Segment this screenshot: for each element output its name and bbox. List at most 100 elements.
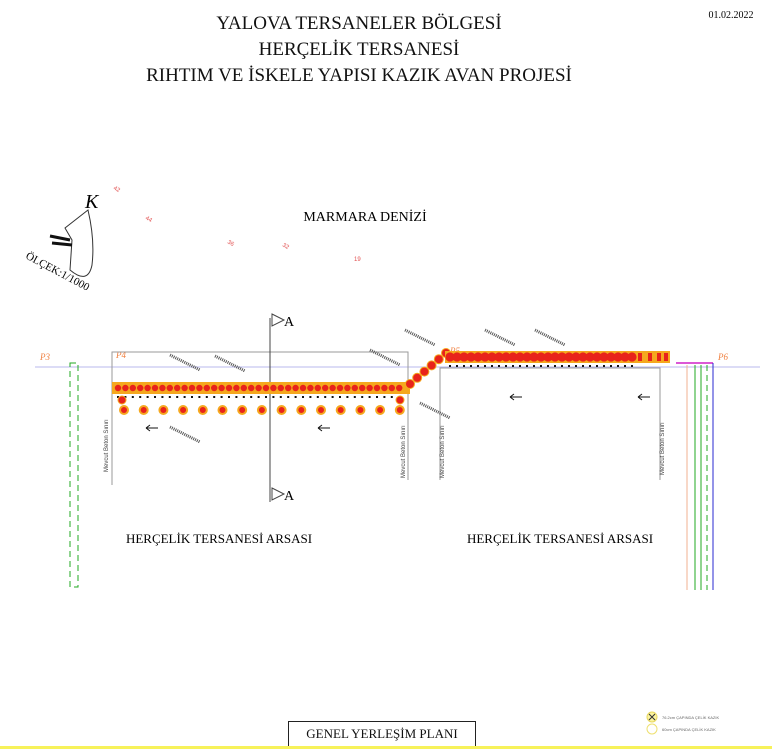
pile [620, 352, 630, 362]
pile [239, 407, 246, 413]
title-line-3: RIHTIM VE İSKELE YAPISI KAZIK AVAN PROJE… [146, 65, 572, 86]
pile-marker [624, 365, 626, 367]
pile-marker [183, 396, 186, 398]
land-label-left: HERÇELİK TERSANESİ ARSASI [126, 531, 312, 546]
pile [627, 352, 637, 362]
legend-item: 60cm ÇAPINDA ÇELİK KAZIK [662, 727, 716, 732]
pile [405, 379, 415, 389]
pile-marker [168, 396, 171, 398]
pile [114, 384, 122, 392]
pile-marker [220, 396, 223, 398]
north-arrow-icon: K ÖLÇEK:1/1000 [24, 191, 100, 294]
pile-marker [353, 396, 356, 398]
pile [180, 407, 187, 413]
pile-marker [617, 365, 619, 367]
pile-marker [309, 396, 312, 398]
pile [211, 384, 218, 392]
pile [255, 384, 262, 392]
pile-marker [294, 396, 297, 398]
pile [536, 352, 546, 362]
pile [494, 352, 504, 362]
pile-marker [456, 365, 458, 367]
pile-marker [339, 396, 341, 398]
depth-label: 42 [112, 186, 121, 195]
left-channel [69, 362, 79, 588]
pile [258, 407, 265, 413]
pile [248, 384, 255, 392]
pile-marker [368, 396, 371, 398]
pile [473, 352, 483, 362]
pile [606, 352, 616, 362]
pile [433, 354, 444, 365]
pile [508, 352, 518, 362]
pile [196, 384, 203, 392]
pile [466, 352, 476, 362]
pile-marker [287, 396, 290, 398]
pile-marker [242, 396, 245, 398]
elevation-arrow-icon [317, 424, 330, 432]
pile-marker [610, 365, 612, 367]
pile [396, 384, 403, 392]
pile-marker [540, 365, 542, 367]
pile [373, 384, 381, 392]
sheet-bottom-border [0, 746, 772, 749]
pile-marker [463, 365, 465, 367]
right-channel [676, 362, 714, 590]
pile-marker [213, 396, 216, 398]
pile [357, 407, 364, 413]
pile [480, 352, 490, 362]
pile-marker [139, 396, 142, 398]
pile-marker [228, 396, 230, 398]
pile-marker [477, 365, 479, 367]
pile [278, 407, 285, 413]
pile [219, 407, 226, 413]
pile [452, 352, 462, 362]
elevation-arrow-icon [145, 424, 158, 432]
pile-marker [205, 396, 208, 398]
pile-layout [112, 328, 670, 444]
pile-marker [191, 396, 193, 398]
pile-marker [176, 396, 179, 398]
pile-marker [547, 365, 549, 367]
pile-marker [589, 365, 591, 367]
date-label: 01.02.2022 [709, 10, 754, 21]
pile [233, 384, 240, 392]
pile-marker [498, 365, 500, 367]
pile [638, 353, 642, 361]
pile [151, 384, 159, 392]
pile [501, 352, 511, 362]
depth-label: 32 [281, 243, 290, 252]
pile [613, 352, 623, 362]
pile [529, 352, 539, 362]
pile [592, 352, 602, 362]
pile-annotation [419, 401, 451, 420]
depth-label: 36 [226, 240, 235, 249]
pile [599, 352, 609, 362]
pile-marker [376, 396, 378, 398]
pile [322, 384, 329, 392]
pile [336, 384, 344, 392]
pile [240, 384, 247, 392]
pile-marker [533, 365, 535, 367]
pile [318, 407, 324, 413]
pile-marker [568, 365, 570, 367]
pile [262, 384, 270, 392]
pile [225, 384, 233, 392]
point-p6: P6 [717, 352, 728, 362]
pile-marker [316, 396, 319, 398]
title-line-1: YALOVA TERSANELER BÖLGESİ [216, 13, 501, 34]
pile-marker [526, 365, 528, 367]
pile [557, 352, 567, 362]
pile-marker [117, 396, 119, 398]
pile-marker [561, 365, 563, 367]
depth-label: 44 [144, 216, 153, 225]
pile [181, 384, 188, 392]
pile-marker [198, 396, 201, 398]
pile [351, 384, 358, 392]
section-line-a: A A [269, 313, 295, 504]
point-p4: P4 [115, 350, 126, 360]
pile [307, 384, 314, 392]
pile [648, 353, 652, 361]
pile-marker [265, 396, 267, 398]
